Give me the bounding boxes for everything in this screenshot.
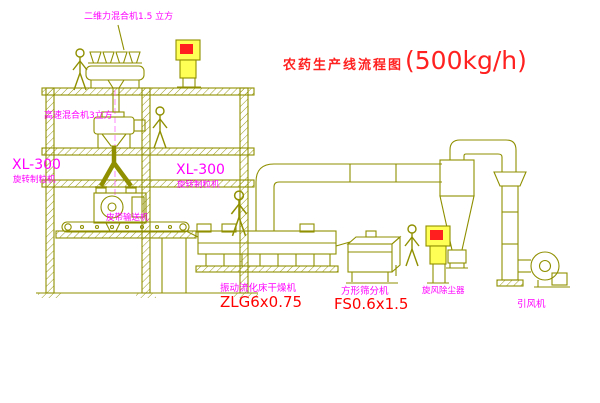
label-high-speed-mixer: 高速混合机3立方 — [44, 111, 113, 121]
induced-draft-fan — [518, 251, 570, 288]
leader-line — [117, 24, 125, 51]
label-cyclone: 旋风除尘器 — [422, 286, 465, 296]
square-sifter — [335, 230, 402, 284]
worker-figure-2 — [152, 106, 168, 149]
worker-figure-4 — [404, 224, 420, 267]
fluid-bed-dryer — [195, 223, 339, 273]
exhaust-duct — [255, 163, 442, 231]
title-capacity: (500kg/h) — [405, 46, 527, 75]
label-dryer-model: ZLG6x0.75 — [220, 293, 303, 311]
label-fan: 引风机 — [517, 299, 546, 310]
belt-conveyor — [61, 221, 199, 238]
label-granulator-left-name: 旋转制粒机 — [13, 175, 56, 185]
building-frame — [36, 87, 258, 298]
y-branch-pipe — [95, 146, 137, 188]
control-cabinet-top — [175, 39, 201, 88]
worker-figure-1 — [72, 48, 88, 91]
label-granulator-center-name: 旋转制粒机 — [177, 180, 220, 190]
label-granulator-center-model: XL-300 — [176, 162, 225, 178]
cyclone-outlet-pipe — [449, 139, 517, 172]
exhaust-stack — [493, 171, 527, 287]
control-cabinet-bottom — [425, 225, 451, 284]
label-granulator-left-model: XL-300 — [12, 157, 61, 173]
label-dryer-name: 振动流化床干燥机 — [220, 283, 297, 294]
title-text: 农药生产线流程图 — [283, 58, 404, 73]
label-sifter-model: FS0.6x1.5 — [334, 295, 409, 313]
diagram-title: 农药生产线流程图 (500kg/h) — [283, 46, 527, 75]
label-sifter-name: 方形筛分机 — [341, 286, 389, 297]
two-dimensional-mixer — [85, 51, 145, 113]
label-belt-conveyor: 皮带输送机 — [106, 213, 149, 223]
label-two-dimensional-mixer: 二维力混合机1.5 立方 — [84, 12, 174, 22]
high-speed-mixer — [93, 111, 146, 148]
rotary-granulator — [93, 187, 147, 232]
